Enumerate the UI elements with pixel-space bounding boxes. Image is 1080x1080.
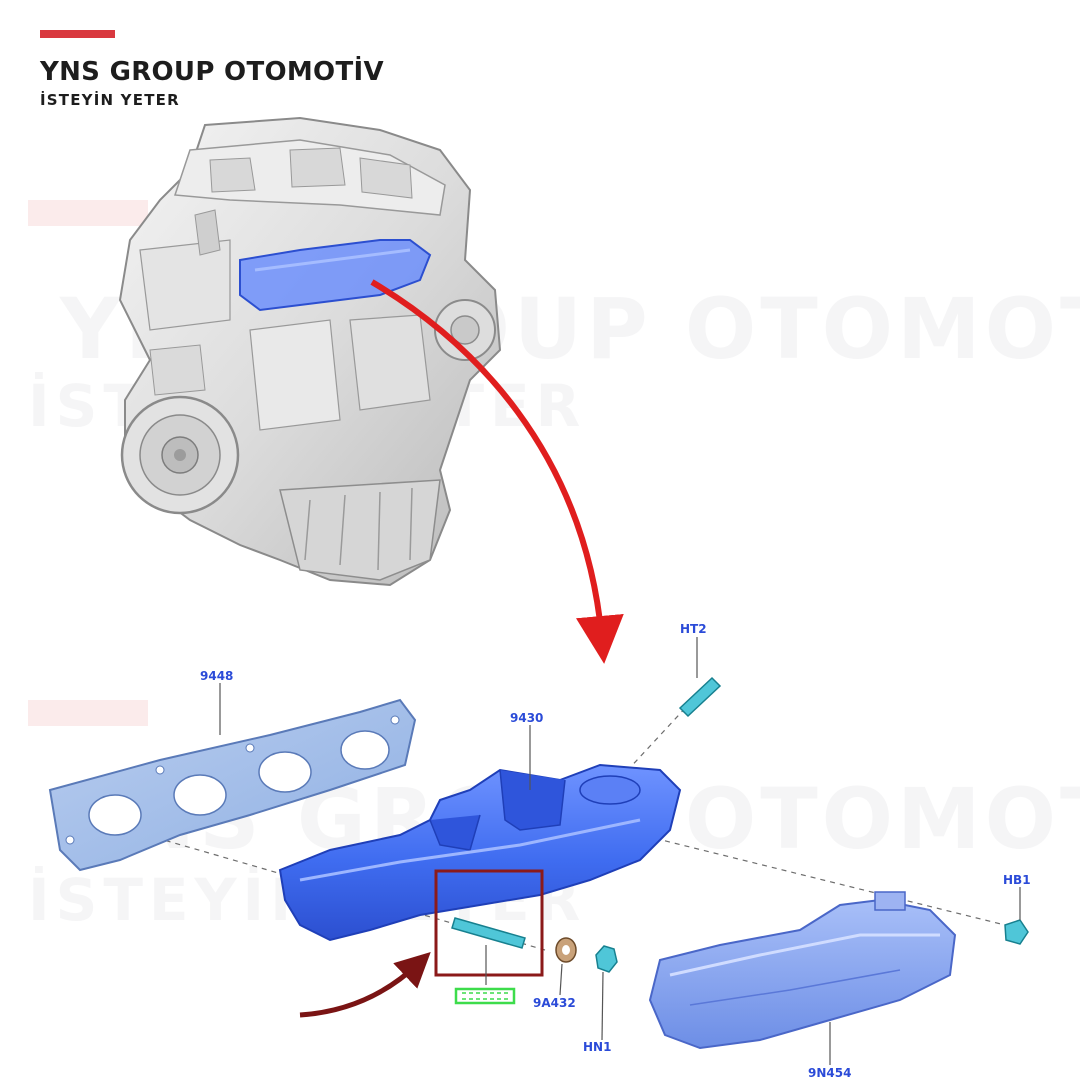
label-9448: 9448 [200, 669, 233, 683]
pointer-arrow [370, 279, 624, 664]
bolt-hb1 [1004, 919, 1029, 945]
heat-shield [648, 891, 957, 1050]
label-ht2: HT2 [680, 622, 707, 636]
stud-highlighted [451, 917, 526, 949]
label-9a432: 9A432 [533, 996, 576, 1010]
label-hn1: HN1 [583, 1040, 611, 1054]
brand-title: YNS GROUP OTOMOTİV [40, 57, 384, 87]
exhaust-manifold [278, 763, 682, 942]
accent-bar [40, 30, 115, 38]
nut-hn1 [595, 945, 618, 973]
label-9430: 9430 [510, 711, 543, 725]
stud-ht2 [678, 676, 722, 718]
label-leaders [219, 637, 1021, 1065]
label-9n454: 9N454 [808, 1066, 851, 1080]
watermark-bar-lower [28, 700, 148, 726]
washer-9a432 [555, 937, 577, 963]
label-hb1: HB1 [1003, 873, 1031, 887]
green-part-marker [454, 987, 516, 1005]
exhaust-gasket [48, 698, 417, 872]
engine-illustration [118, 116, 502, 587]
callout-arrow [299, 952, 431, 1018]
watermark-bar-upper [28, 200, 148, 226]
brand-tagline: İSTEYİN YETER [40, 91, 180, 109]
highlight-box [434, 869, 544, 977]
